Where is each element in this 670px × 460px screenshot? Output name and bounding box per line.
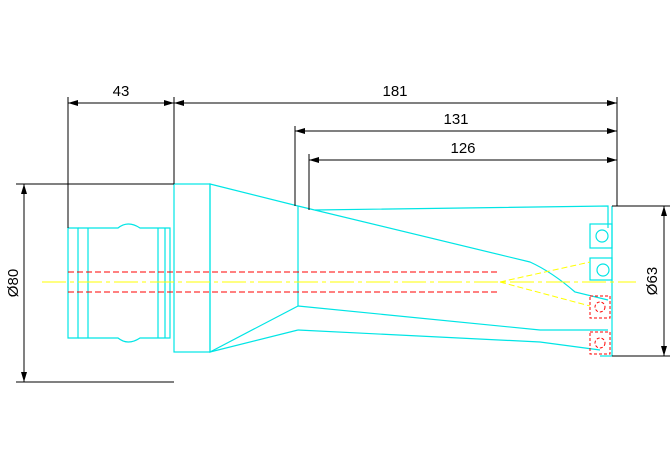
dim-label-43: 43 [113, 83, 130, 100]
arrow-131-left [295, 128, 305, 134]
arrow-dia63-top [661, 206, 667, 216]
arrow-181-right [607, 100, 617, 106]
dim-label-181: 181 [382, 83, 407, 100]
shank-body [78, 223, 171, 343]
tool-outline [67, 183, 613, 357]
shank-outline [67, 227, 79, 339]
cone-mid-line [209, 329, 299, 353]
arrow-126-right [607, 157, 617, 163]
front-body-top [297, 205, 609, 301]
front-body-upper [314, 205, 609, 228]
arrow-43-right [164, 100, 174, 106]
front-body-lower [297, 329, 601, 351]
arrow-126-left [309, 157, 319, 163]
dim-label-126: 126 [450, 140, 475, 157]
hidden-insert-1-screw [594, 301, 606, 313]
coolant-channel-2 [499, 281, 591, 307]
coolant-channel-1 [499, 261, 591, 283]
insert-top-screw [595, 229, 609, 243]
hidden-insert-2-screw [594, 337, 606, 349]
arrow-dia63-bottom [661, 346, 667, 356]
insert-mid-screw [596, 263, 610, 277]
dimension-lines [16, 97, 670, 383]
arrow-131-right [607, 128, 617, 134]
hidden-insert-1 [589, 295, 611, 319]
center-lines [42, 261, 636, 307]
front-body-inner [297, 305, 608, 331]
arrow-43-left [68, 100, 78, 106]
dim-label-dia63: Ø63 [644, 267, 661, 295]
hidden-inserts [589, 295, 611, 355]
arrow-dia80-bottom [21, 372, 27, 382]
body-cone [209, 183, 299, 353]
hidden-insert-2 [589, 331, 611, 355]
flange [173, 183, 211, 353]
dim-label-131: 131 [443, 111, 468, 128]
arrow-181-left [174, 100, 184, 106]
dim-label-dia80: Ø80 [5, 269, 22, 297]
arrow-dia80-top [21, 184, 27, 194]
insert-top [589, 223, 613, 249]
arrowheads [21, 100, 667, 382]
